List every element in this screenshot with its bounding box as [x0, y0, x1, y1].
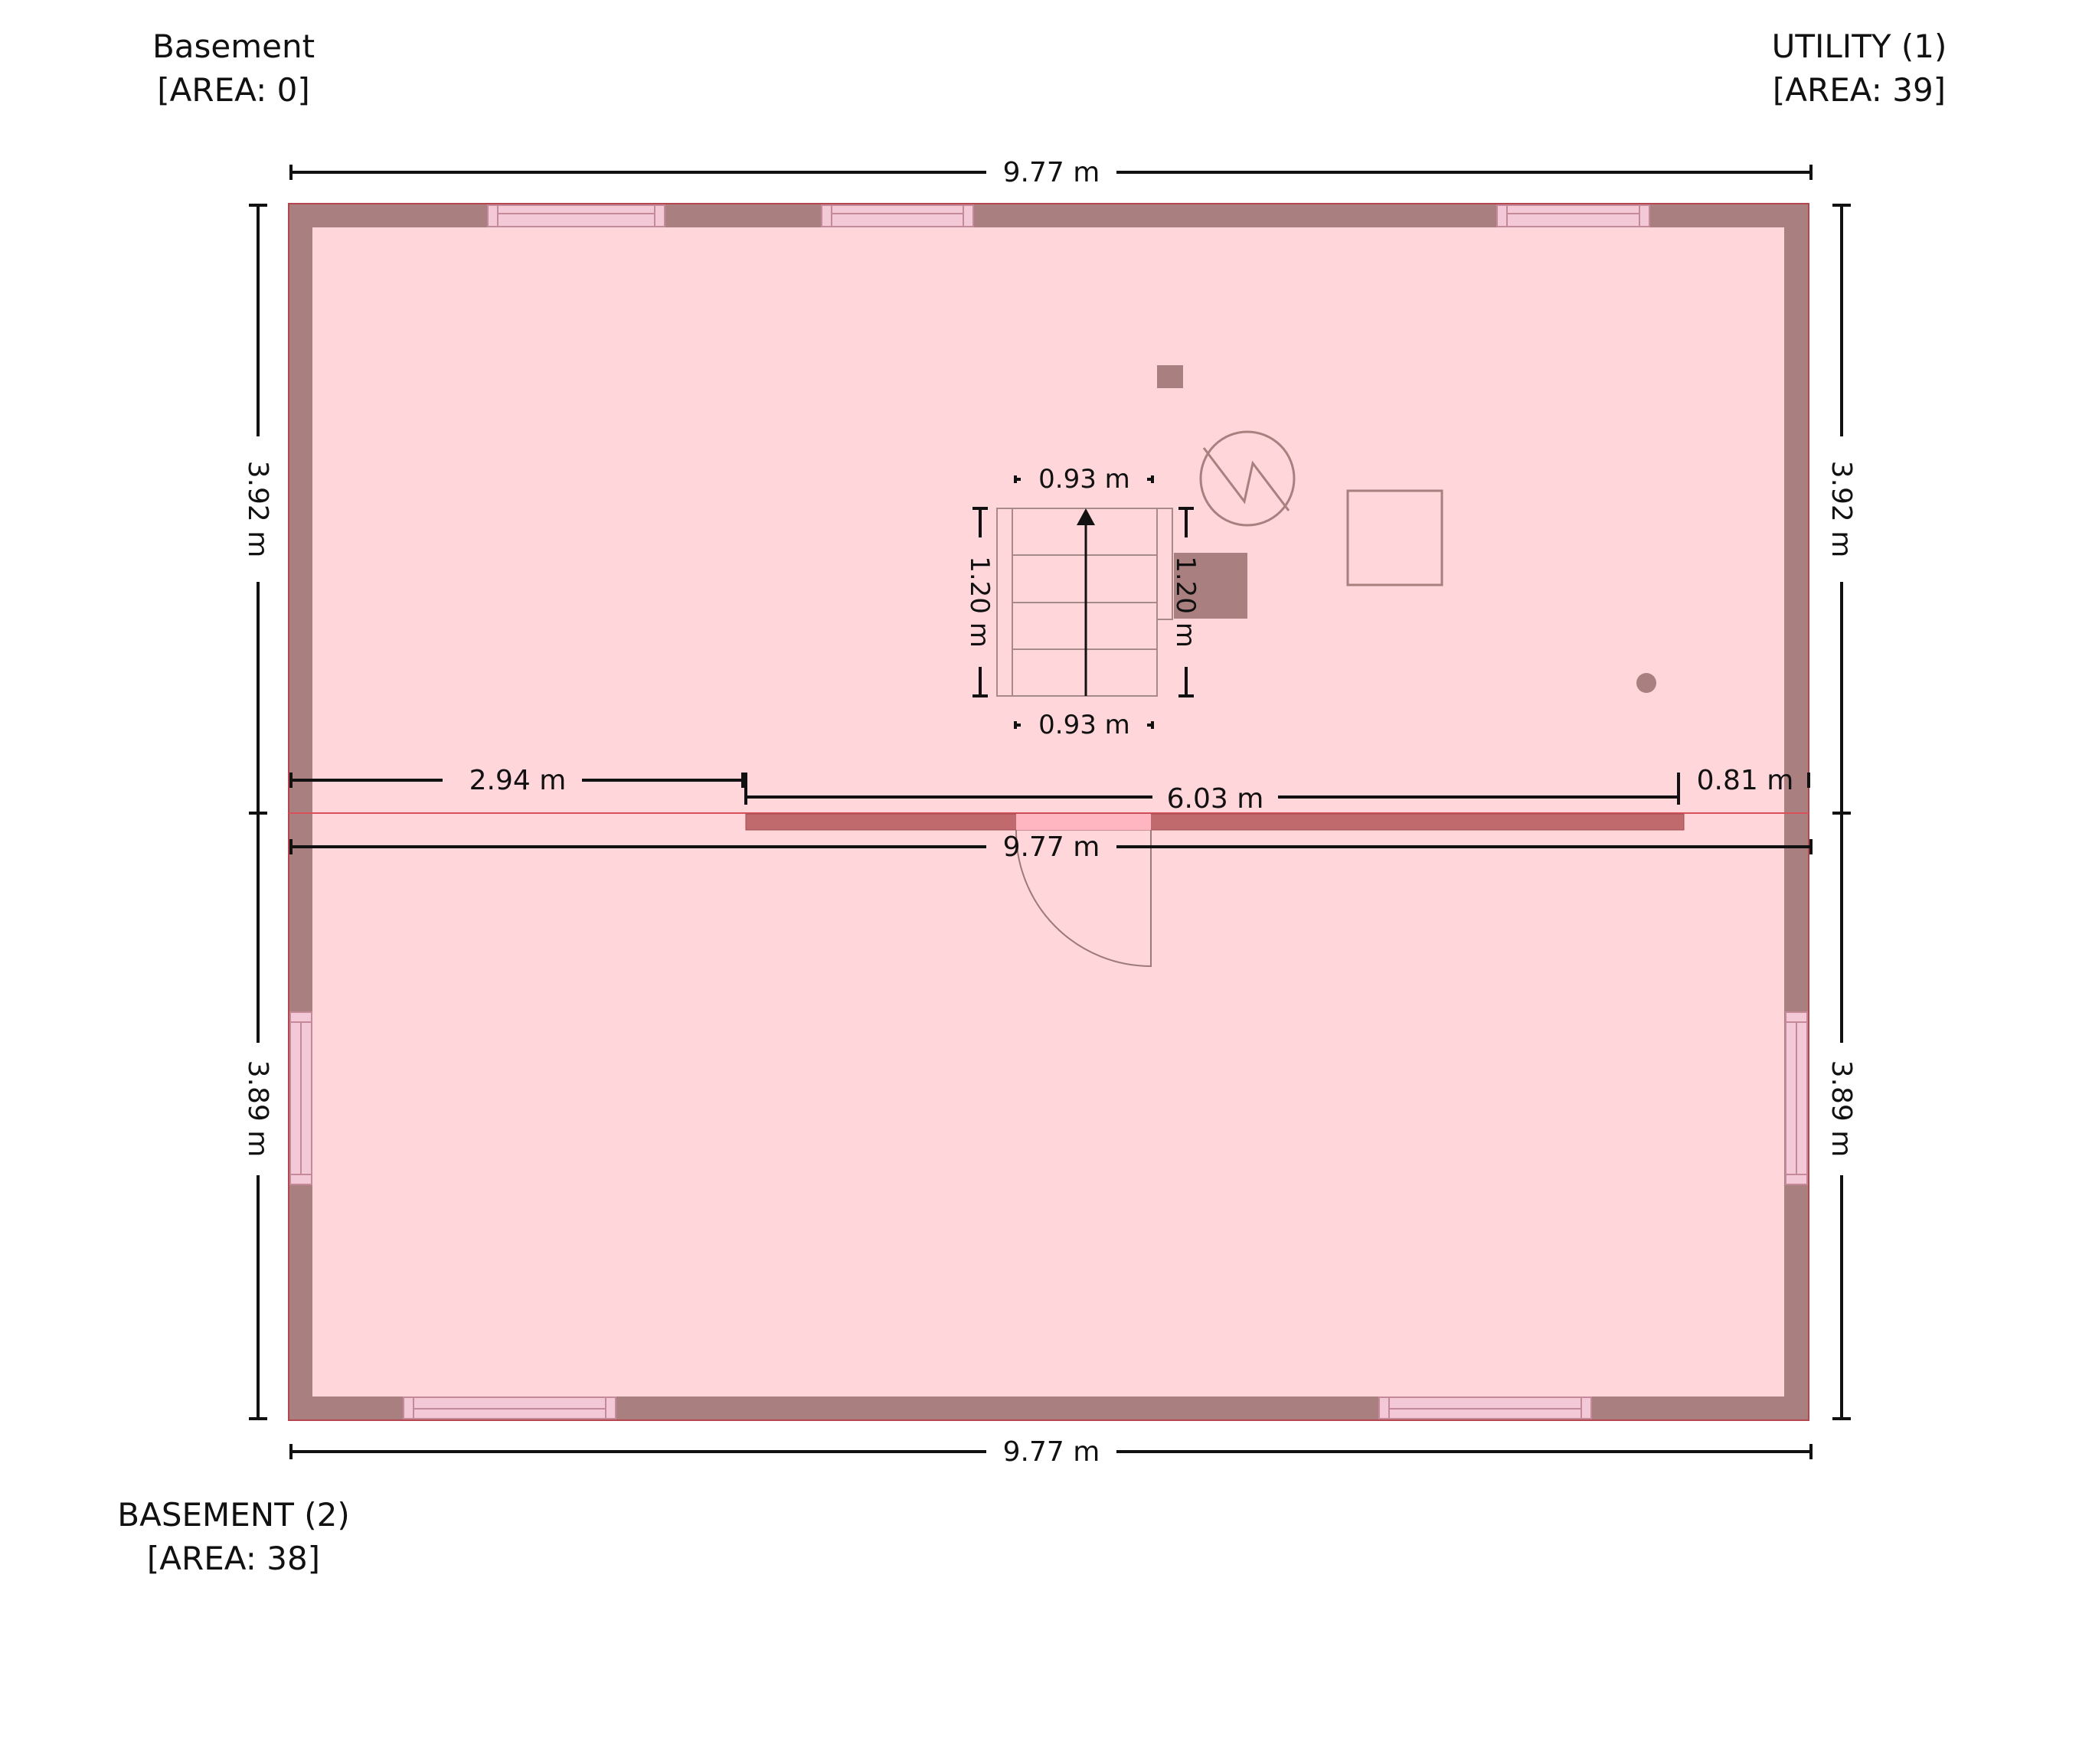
dim-left-lower: 3.89 m — [242, 1060, 273, 1158]
floor-area-basement — [312, 813, 1784, 1396]
partition-wall — [745, 813, 1685, 831]
dim-right-upper: 3.92 m — [1826, 461, 1857, 558]
dim-partition-length: 6.03 m — [1167, 783, 1264, 815]
staircase — [996, 508, 1173, 697]
dim-partition-left: 2.94 m — [469, 765, 567, 796]
dim-bottom-width: 9.77 m — [1003, 1436, 1100, 1468]
dim-stair-left: 1.20 m — [964, 556, 995, 648]
column-fixture — [1157, 365, 1183, 388]
room-area-utility: [AREA: 39] — [1773, 71, 1946, 109]
window-top-2 — [821, 204, 974, 227]
drain-fixture — [1636, 673, 1656, 693]
door-opening — [1016, 814, 1151, 830]
room-label-utility: UTILITY (1) — [1772, 28, 1947, 65]
door-swing — [1015, 829, 1152, 968]
room-area-basement: [AREA: 38] — [147, 1540, 320, 1577]
dim-left-upper: 3.92 m — [242, 461, 273, 558]
dim-right-lower: 3.89 m — [1826, 1060, 1857, 1158]
window-top-3 — [1496, 204, 1650, 227]
dim-top-width: 9.77 m — [1003, 157, 1100, 188]
arrow-head-icon — [1077, 508, 1095, 525]
window-top-1 — [487, 204, 665, 227]
window-right — [1785, 1011, 1808, 1185]
window-bottom-2 — [1378, 1396, 1592, 1419]
window-bottom-1 — [403, 1396, 616, 1419]
dim-stair-right: 1.20 m — [1170, 556, 1201, 648]
room-label-basement: BASEMENT (2) — [117, 1496, 349, 1534]
floor-area: [AREA: 0] — [157, 71, 309, 109]
window-left — [289, 1011, 312, 1185]
dim-middle-width: 9.77 m — [1003, 831, 1100, 863]
water-heater-icon — [1199, 430, 1296, 527]
appliance-box — [1346, 489, 1443, 586]
stair-landing-block — [1174, 553, 1247, 619]
dim-stair-top: 0.93 m — [1038, 464, 1130, 495]
floor-title: Basement — [152, 28, 315, 65]
dim-stair-bottom: 0.93 m — [1038, 710, 1130, 740]
dim-partition-right: 0.81 m — [1697, 765, 1794, 796]
